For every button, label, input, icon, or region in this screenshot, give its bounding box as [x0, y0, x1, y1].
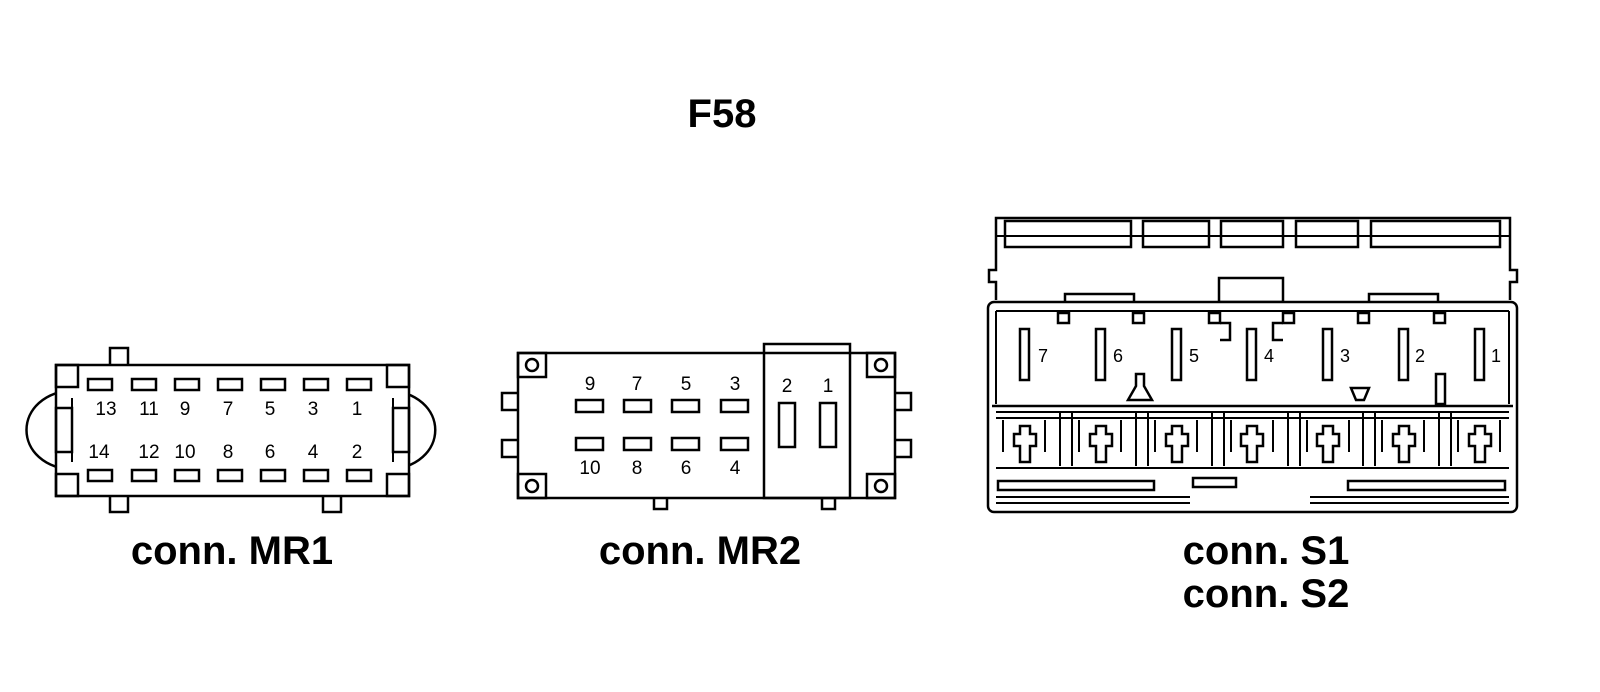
- mr2-slot-vertical: [818, 401, 838, 449]
- mr2-slot: [574, 436, 605, 452]
- mr1-pin-label: 10: [174, 442, 195, 463]
- mr1-corner-tl: [54, 363, 80, 389]
- mr2-pin-label: 10: [579, 458, 600, 479]
- mr2-screw-hole: [873, 357, 889, 373]
- mr2-slot: [574, 398, 605, 414]
- mr1-slot: [130, 377, 158, 392]
- mr1-pin-label: 12: [138, 442, 159, 463]
- s-blade-slot: [1245, 327, 1258, 382]
- mr1-pin-label: 2: [352, 442, 363, 463]
- s-key: [1125, 372, 1155, 402]
- s-cap-window: [1003, 219, 1133, 249]
- mr1-slot: [216, 377, 244, 392]
- s1-label: conn. S1: [1183, 529, 1350, 573]
- diagram-title: F58: [688, 92, 757, 136]
- mr1-pin-label: 7: [223, 399, 234, 420]
- mr2-slot: [719, 398, 750, 414]
- mr1-corner-bl: [54, 472, 80, 498]
- mr1-slot: [216, 468, 244, 483]
- s-blade-slot: [1094, 327, 1107, 382]
- mr2-raised-block: [762, 342, 852, 500]
- s-key: [1349, 386, 1371, 402]
- mr1-top-stud: [108, 346, 130, 368]
- mr1-pin-label: 1: [352, 399, 363, 420]
- s-terminal: [1391, 424, 1417, 464]
- mr2-pin-label: 7: [632, 374, 643, 395]
- mr2-slot: [670, 436, 701, 452]
- mr1-corner-tr: [385, 363, 411, 389]
- s-pin-label: 3: [1340, 346, 1350, 366]
- s2-label: conn. S2: [1183, 572, 1350, 616]
- mr1-slot: [173, 377, 201, 392]
- mr1-slot: [259, 468, 287, 483]
- mr2-slot-vertical: [777, 401, 797, 449]
- s-pin-label: 4: [1264, 346, 1274, 366]
- s-terminal: [1315, 424, 1341, 464]
- mr1-slot: [259, 377, 287, 392]
- mr1-slot: [302, 377, 330, 392]
- s-blade-slot: [1473, 327, 1486, 382]
- mr2-pin-label: 5: [681, 374, 692, 395]
- s-pin-label: 5: [1189, 346, 1199, 366]
- s-cap-window: [1141, 219, 1211, 249]
- s-blade-slot: [1170, 327, 1183, 382]
- mr1-slot: [86, 468, 114, 483]
- s-terminal-cells: [996, 412, 1509, 469]
- mr1-pin-label: 6: [265, 442, 276, 463]
- mr2-slot: [622, 398, 653, 414]
- s-cap-window: [1369, 219, 1502, 249]
- mr1-pin-label: 13: [95, 399, 116, 420]
- mr2-screw-hole: [873, 478, 889, 494]
- mr2-pin-label: 6: [681, 458, 692, 479]
- mr2-pin-label: 2: [782, 376, 793, 397]
- mr1-pin-label: 14: [88, 442, 110, 463]
- connector-s1-s2: 7 6 5 4 3 2 1: [986, 216, 1519, 616]
- mr1-label: conn. MR1: [131, 529, 333, 573]
- s-cap-window: [1294, 219, 1360, 249]
- mr1-corner-br: [385, 472, 411, 498]
- s-terminal: [1239, 424, 1265, 464]
- s-terminal: [1088, 424, 1114, 464]
- mr2-screw-hole: [524, 357, 540, 373]
- mr1-housing: [54, 363, 411, 498]
- s-terminal: [1467, 424, 1493, 464]
- mr2-slot: [719, 436, 750, 452]
- mr2-pin-label: 8: [632, 458, 643, 479]
- mr1-slot: [173, 468, 201, 483]
- mr1-pin-label: 5: [265, 399, 276, 420]
- mr2-pin-label: 9: [585, 374, 596, 395]
- mr1-slot: [345, 377, 373, 392]
- s-blade-slot: [1321, 327, 1334, 382]
- s-pin-label: 7: [1038, 346, 1048, 366]
- mr2-screw-hole: [524, 478, 540, 494]
- mr1-pin-label: 8: [223, 442, 234, 463]
- mr1-pin-label: 11: [139, 399, 159, 420]
- mr2-pin-label: 1: [823, 376, 834, 397]
- mr2-pin-label: 3: [730, 374, 741, 395]
- s-blade-slot: [1018, 327, 1031, 382]
- mr1-pin-label: 4: [308, 442, 319, 463]
- mr1-pin-label: 3: [308, 399, 319, 420]
- s-terminal: [1012, 424, 1038, 464]
- mr2-slot: [622, 436, 653, 452]
- mr2-slot: [670, 398, 701, 414]
- s-pin-label: 2: [1415, 346, 1425, 366]
- mr2-label: conn. MR2: [599, 529, 801, 573]
- mr2-pin-label: 4: [730, 458, 741, 479]
- mr1-slot: [86, 377, 114, 392]
- s-pin-label: 1: [1491, 346, 1501, 366]
- mr1-slot: [345, 468, 373, 483]
- connector-mr2: 9 7 5 3 10 8 6 4 2 1 conn. MR2: [500, 342, 913, 573]
- s-terminal: [1164, 424, 1190, 464]
- mr1-pin-label: 9: [180, 399, 191, 420]
- s-upper-cap: [987, 216, 1519, 300]
- mr1-slot: [302, 468, 330, 483]
- mr1-slot: [130, 468, 158, 483]
- mr2-housing: [516, 351, 897, 500]
- s-pin-label: 6: [1113, 346, 1123, 366]
- s-blade-slot: [1397, 327, 1410, 382]
- connector-mr1: 13 11 9 7 5 3 1 14 12 10 8 6 4 2 conn. M…: [25, 346, 437, 573]
- s-cap-window: [1219, 219, 1285, 249]
